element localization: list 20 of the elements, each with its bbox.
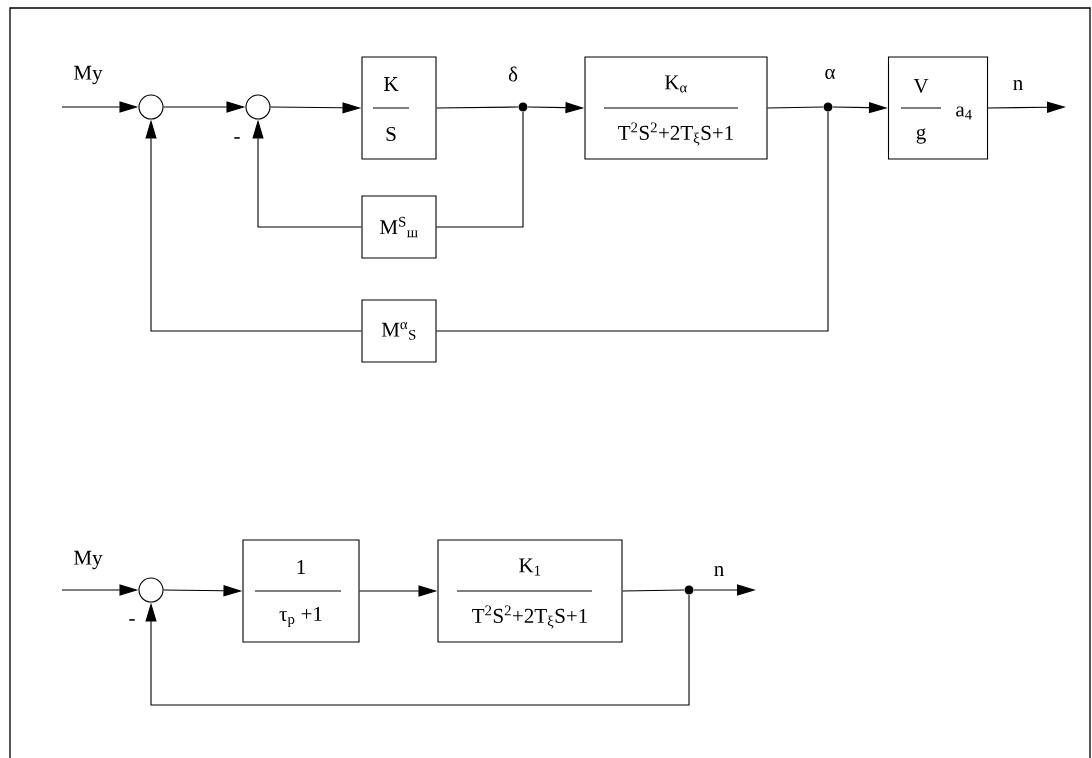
- signal-label: n: [712, 565, 726, 577]
- signal-label: My: [72, 549, 104, 571]
- transfer-function-box: M$^{S}$ш: [361, 195, 437, 259]
- signal-label: δ: [508, 66, 518, 82]
- transfer-function-box: V g a$_{4}$: [887, 56, 989, 160]
- summing-junction: [245, 94, 271, 120]
- summing-junction: [138, 94, 164, 120]
- sign-label: -: [129, 619, 135, 621]
- signal-label: My: [72, 64, 104, 86]
- transfer-function-box: 1 τ$_{p}$ +1: [242, 539, 360, 643]
- summing-junction: [138, 577, 164, 603]
- signal-label: n: [1011, 79, 1025, 91]
- transfer-function-box: M$^{α}$S: [361, 299, 437, 363]
- transfer-function-box: K$_{1}$ T$^{2}$S$^{2}$+2T$_{ξ}$S+1: [437, 539, 623, 643]
- transfer-function-box: K S: [361, 56, 437, 160]
- signal-label: α: [825, 68, 836, 80]
- transfer-function-box: K$_{α}$ T$^{2}$S$^{2}$+2T$_{ξ}$S+1: [584, 56, 768, 160]
- branch-point: [684, 585, 694, 595]
- signal-arrow: [145, 594, 690, 706]
- sign-label: -: [234, 137, 240, 139]
